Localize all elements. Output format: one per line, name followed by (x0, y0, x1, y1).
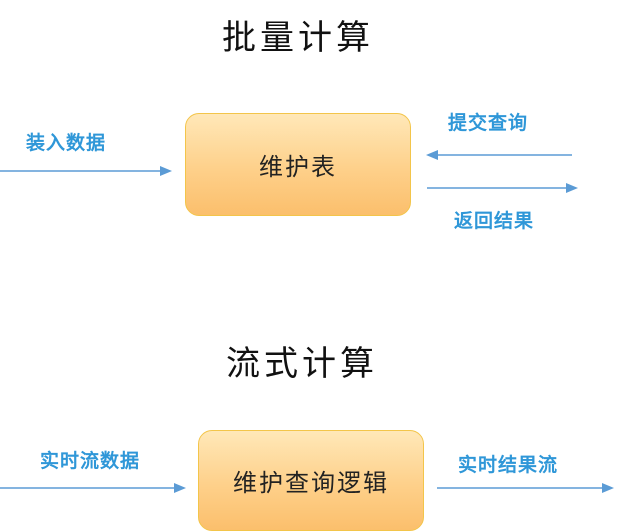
realtime-stream-data-label: 实时流数据 (40, 450, 141, 472)
batch-computing-title: 批量计算 (222, 18, 374, 58)
load-data-label: 装入数据 (26, 132, 107, 154)
stream-computing-title: 流式计算 (226, 344, 378, 384)
submit-query-label: 提交查询 (448, 112, 529, 134)
submit-query-arrow (426, 150, 572, 160)
realtime-result-stream-label: 实时结果流 (458, 454, 559, 476)
maintain-query-logic-box: 维护查询逻辑 (198, 430, 424, 531)
realtime-result-output-arrow (437, 483, 614, 493)
realtime-stream-input-arrow (0, 483, 186, 493)
return-result-arrow (427, 183, 578, 193)
maintain-table-label: 维护表 (259, 153, 337, 181)
load-data-arrow (0, 166, 172, 176)
maintain-query-logic-label: 维护查询逻辑 (233, 469, 389, 497)
maintain-table-box: 维护表 (185, 113, 411, 216)
return-result-label: 返回结果 (454, 210, 535, 232)
